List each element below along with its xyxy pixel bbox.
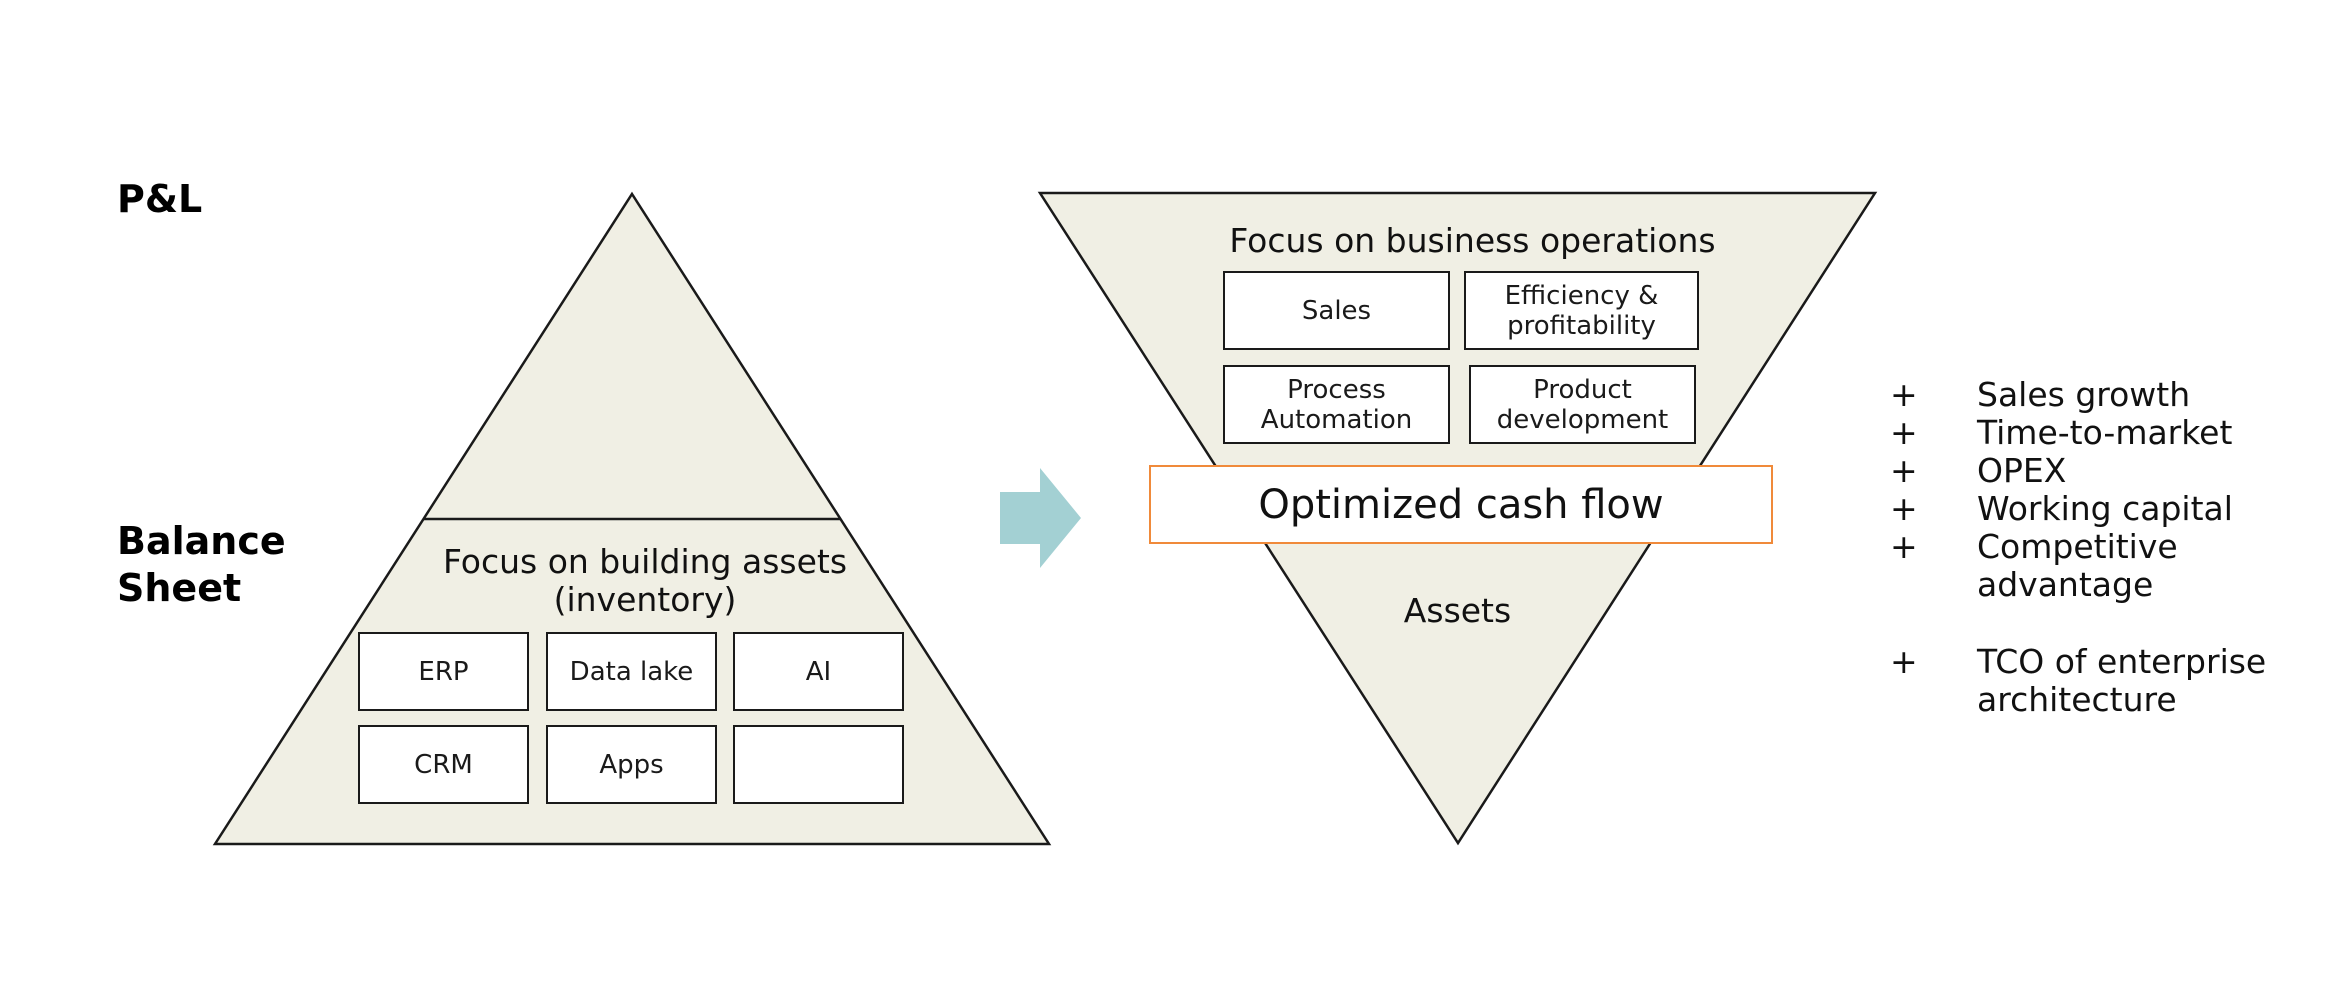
right-focus-text: Focus on business operations [1229, 221, 1716, 260]
benefit-text: OPEX [1977, 451, 2067, 490]
box-apps: Apps [546, 725, 717, 804]
assets-label: Assets [1403, 591, 1512, 630]
pl-label: P&L [117, 177, 203, 221]
benefit-item: + OPEX [1890, 452, 2290, 490]
benefit-item: + Sales growth [1890, 376, 2290, 414]
box-erp: ERP [358, 632, 529, 711]
left-focus-text: Focus on building assets (inventory) [442, 542, 848, 619]
plus-sign: + [1890, 413, 1918, 452]
box-data-lake: Data lake [546, 632, 717, 711]
box-ai: AI [733, 632, 904, 711]
transition-arrow [1000, 468, 1081, 568]
plus-sign: + [1890, 451, 1918, 490]
benefit-text: TCO of enterprise architecture [1977, 642, 2267, 719]
plus-sign: + [1890, 642, 1918, 681]
benefit-text: Working capital [1977, 489, 2233, 528]
box-sales: Sales [1223, 271, 1450, 350]
benefit-item: + TCO of enterprise architecture [1890, 643, 2290, 719]
benefit-item: + Working capital [1890, 490, 2290, 528]
plus-sign: + [1890, 489, 1918, 528]
box-process-automation: Process Automation [1223, 365, 1450, 444]
box-empty [733, 725, 904, 804]
box-product-development: Product development [1469, 365, 1696, 444]
benefit-text: Sales growth [1977, 375, 2191, 414]
benefit-text: Competitive advantage [1977, 527, 2178, 604]
balance-sheet-label: Balance Sheet [117, 519, 286, 610]
benefit-item: + Competitive advantage [1890, 528, 2290, 604]
optimized-cash-flow-box: Optimized cash flow [1149, 465, 1773, 544]
plus-sign: + [1890, 375, 1918, 414]
benefit-text: Time-to-market [1977, 413, 2233, 452]
plus-sign: + [1890, 527, 1918, 566]
box-efficiency-profitability: Efficiency & profitability [1464, 271, 1699, 350]
benefit-item: + Time-to-market [1890, 414, 2290, 452]
box-crm: CRM [358, 725, 529, 804]
